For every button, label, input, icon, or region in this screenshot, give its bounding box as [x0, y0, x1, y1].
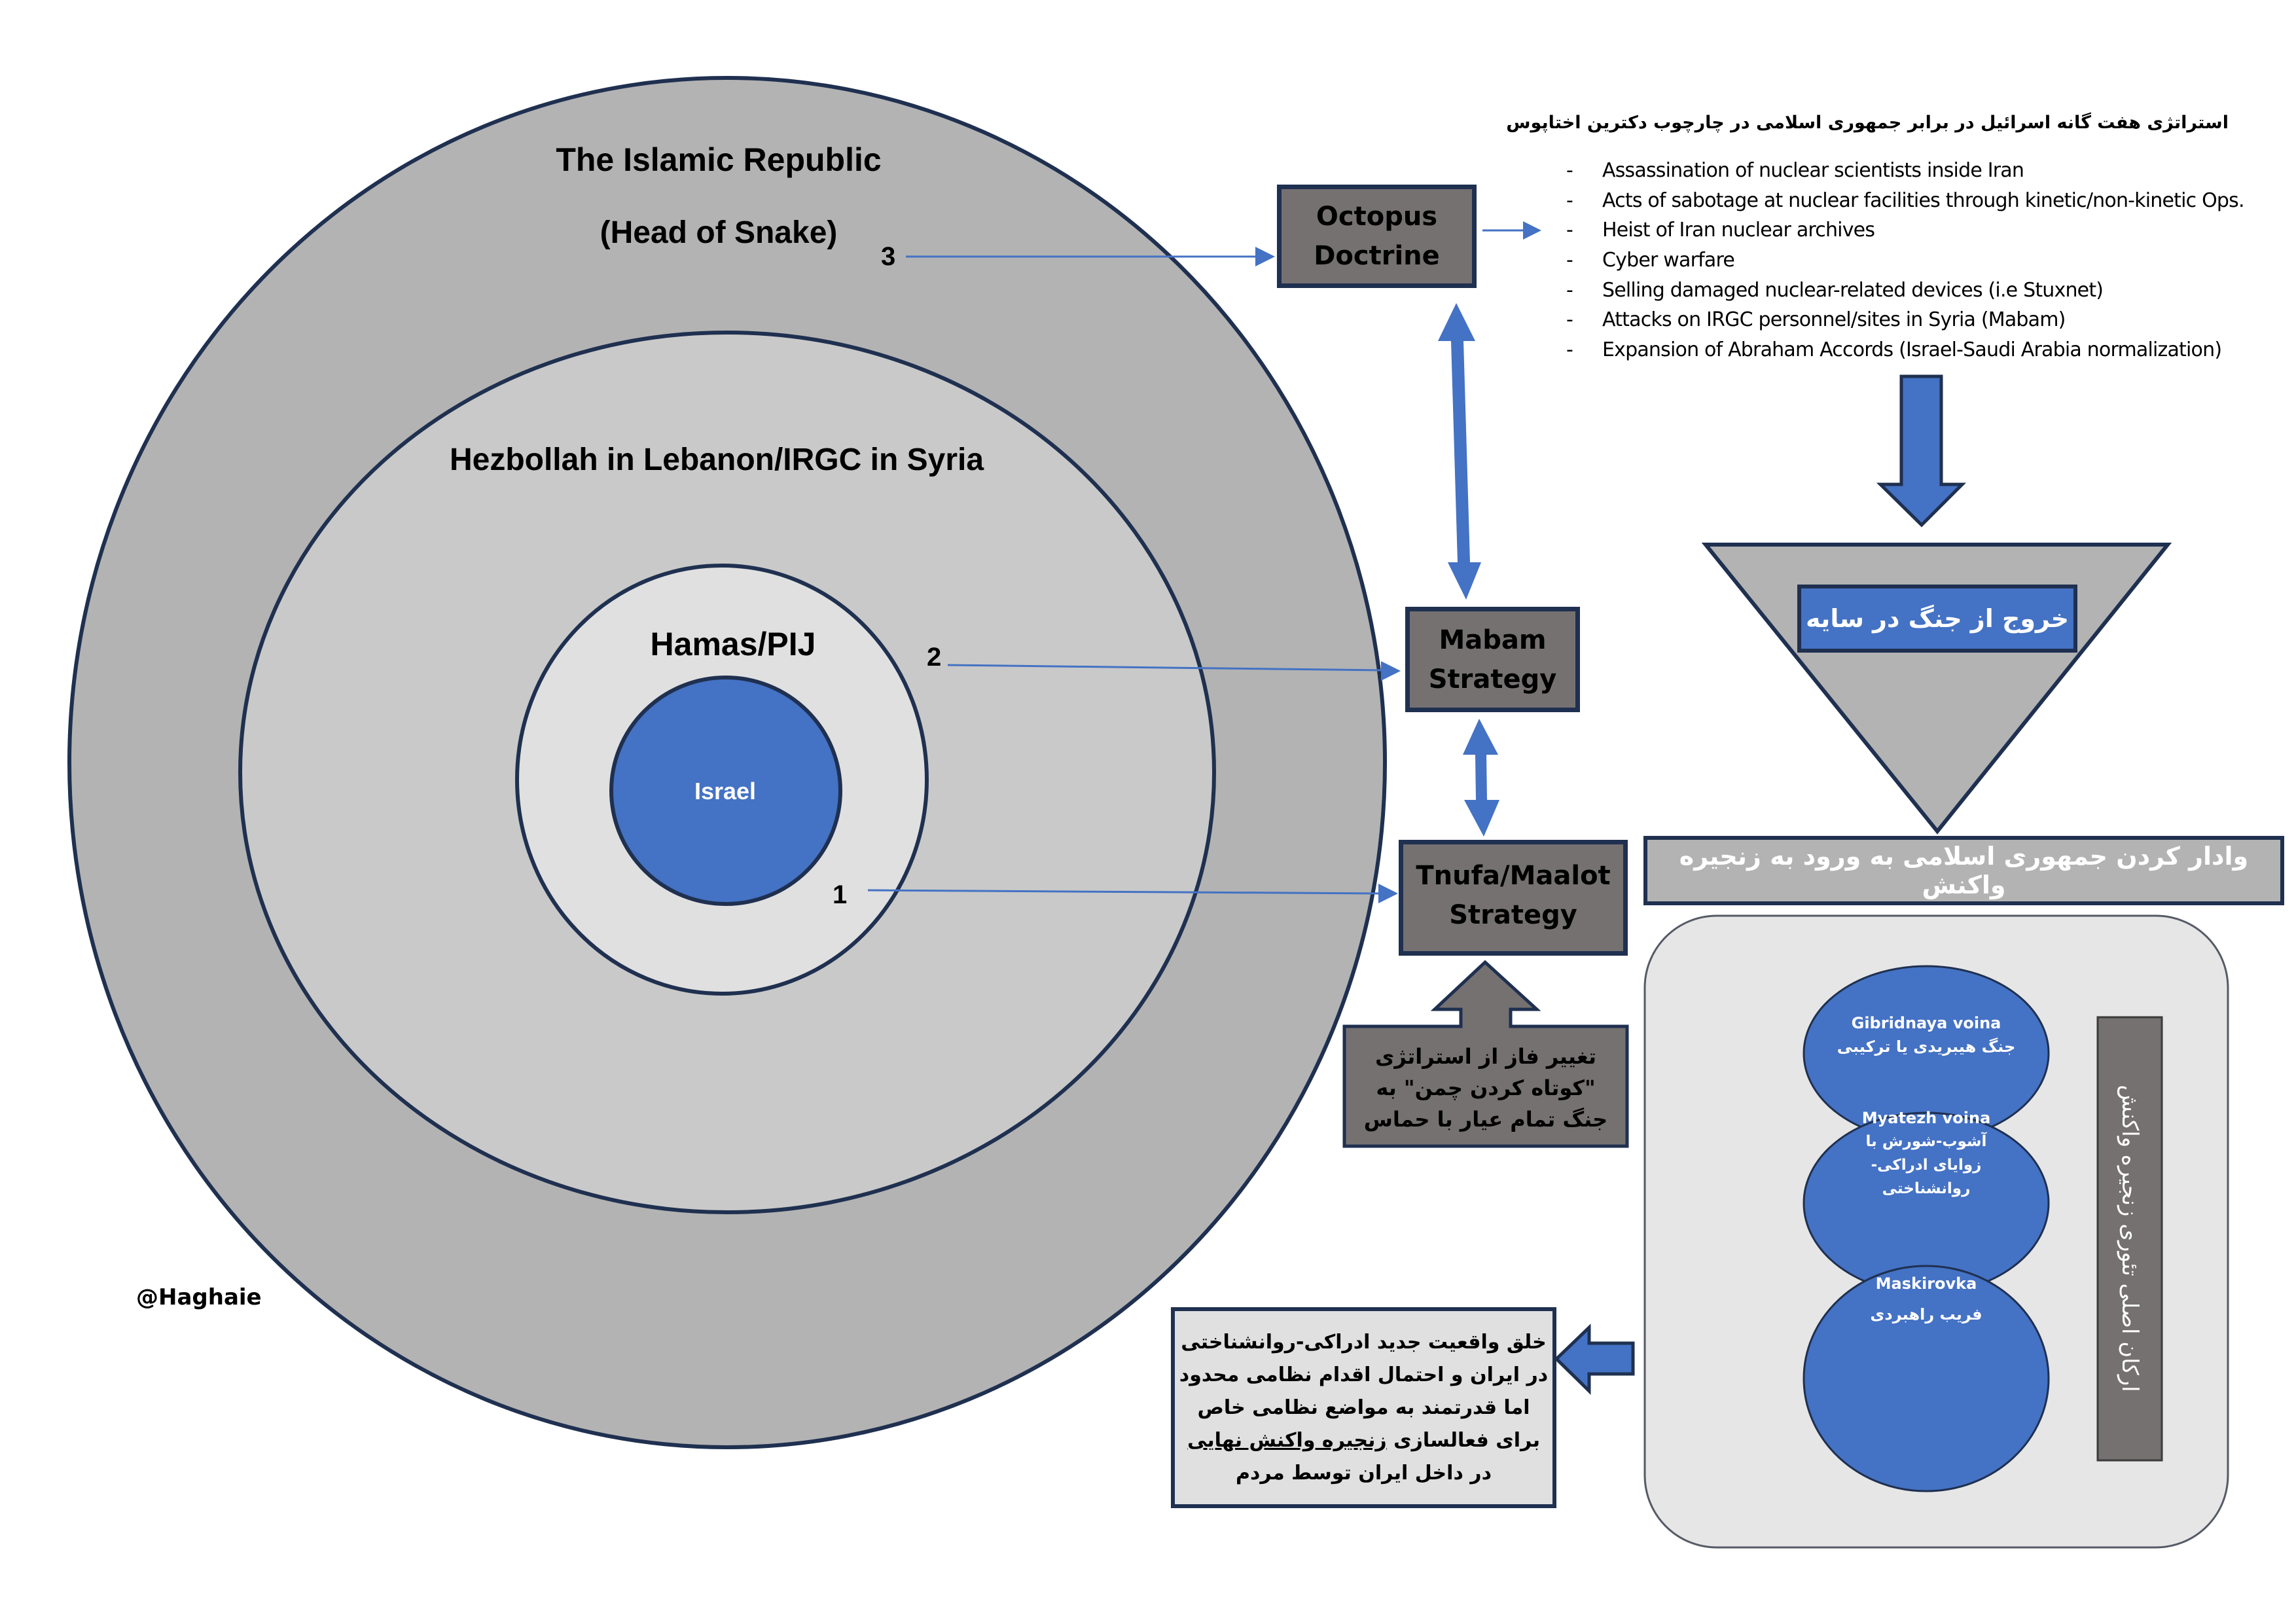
core-circle-title: Israel [694, 778, 757, 804]
mabam-strategy-box[interactable]: Mabam Strategy [1405, 607, 1580, 712]
outcome-line-3: اما قدرتمند به مواضع نظامی خاص [1197, 1396, 1530, 1419]
pillar-1-text: Gibridnaya voina جنگ هیبریدی یا ترکیبی [1817, 1011, 2036, 1058]
octopus-doctrine-box[interactable]: Octopus Doctrine [1277, 185, 1477, 288]
chain-reaction-banner: وادار کردن جمهوری اسلامی به ورود به زنجی… [1643, 836, 2284, 905]
outcome-line-4-underlined: زنجیره واکنش نهایی [1187, 1428, 1387, 1452]
left-arrow-to-outcome [1554, 1324, 1635, 1395]
number-3: 3 [881, 242, 896, 271]
middle-circle-title: Hezbollah in Lebanon/IRGC in Syria [449, 442, 984, 477]
callout-line: جنگ تمام عیار با حماس [1363, 1107, 1608, 1132]
pillar-2-en: Myatezh voina [1861, 1109, 1991, 1127]
tnufa-maalot-strategy-box[interactable]: Tnufa/Maalot Strategy [1399, 840, 1628, 956]
phase-change-callout-shape [1342, 960, 1629, 1148]
double-arrow-mabam-tnufa [1463, 719, 1499, 837]
pillar-3-text: Maskirovka فریب راهبردی [1817, 1265, 2036, 1326]
outcome-line-1: خلق واقعیت جدید ادراکی-روانشناختی [1181, 1330, 1547, 1354]
octopus-line1: Octopus [1316, 202, 1438, 232]
mabam-line1: Mabam [1439, 624, 1547, 655]
inner-circle-title: Hamas/PIJ [650, 626, 816, 662]
octopus-to-list-arrow [1482, 221, 1541, 240]
double-arrow-octopus-mabam [1438, 303, 1481, 600]
author-handle: @Haghaie [136, 1284, 262, 1310]
outcome-line-5: در داخل ایران توسط مردم [1236, 1461, 1492, 1485]
pillar-2-fa-2: زوایای ادراکی- [1871, 1157, 1982, 1174]
connector-2-to-mabam [947, 661, 1401, 681]
connector-1-to-tnufa [867, 884, 1398, 903]
pillar-1-en: Gibridnaya voina [1851, 1014, 2001, 1032]
pillar-circle-3 [1803, 1265, 2050, 1492]
phase-change-callout-text: تغییر فاز از استراتژی "کوتاه کردن چمن" ب… [1344, 1041, 1627, 1135]
core-circle-israel [609, 676, 842, 906]
number-2: 2 [927, 643, 942, 672]
pillars-side-label: ارکان اصلی تئوری زنجیره واکنش [2117, 1085, 2143, 1392]
pillars-side-bar [2096, 1016, 2163, 1462]
callout-line: "کوتاه کردن چمن" به [1376, 1075, 1596, 1100]
pillar-1-fa: جنگ هیبریدی یا ترکیبی [1837, 1038, 2016, 1056]
callout-line: تغییر فاز از استراتژی [1375, 1044, 1596, 1069]
pillar-2-fa-1: آشوب-شورش با [1865, 1133, 1987, 1150]
number-1: 1 [833, 880, 848, 909]
outcome-line-4: برای فعالسازی زنجیره واکنش نهایی [1187, 1424, 1540, 1457]
mabam-line2: Strategy [1428, 664, 1557, 695]
outcome-box: خلق واقعیت جدید ادراکی-روانشناختی در ایر… [1171, 1307, 1556, 1508]
outcome-line-4-prefix: برای فعالسازی [1386, 1428, 1540, 1452]
octopus-line2: Doctrine [1314, 241, 1440, 271]
tnufa-line1: Tnufa/Maalot [1416, 861, 1611, 891]
pillar-2-fa-3: روانشناختی [1882, 1180, 1971, 1197]
tnufa-line2: Strategy [1449, 900, 1577, 930]
octopus-list-title: استراتژی هفت گانه اسرائیل در برابر جمهور… [1506, 113, 2229, 133]
pillar-2-text: Myatezh voina آشوب-شورش با زوایای ادراکی… [1817, 1106, 2036, 1200]
exit-shadow-war-label: خروج از جنگ در سایه [1797, 585, 2077, 653]
outer-circle-subtitle: (Head of Snake) [600, 215, 838, 250]
pillar-3-en: Maskirovka [1875, 1274, 1977, 1293]
pillar-3-fa: فریب راهبردی [1870, 1305, 1982, 1324]
down-arrow-to-triangle [1876, 374, 1967, 528]
outer-circle-title: The Islamic Republic [556, 141, 882, 178]
outcome-line-2: در ایران و احتمال اقدام نظامی محدود [1179, 1363, 1549, 1386]
connector-3-to-octopus [906, 247, 1275, 266]
